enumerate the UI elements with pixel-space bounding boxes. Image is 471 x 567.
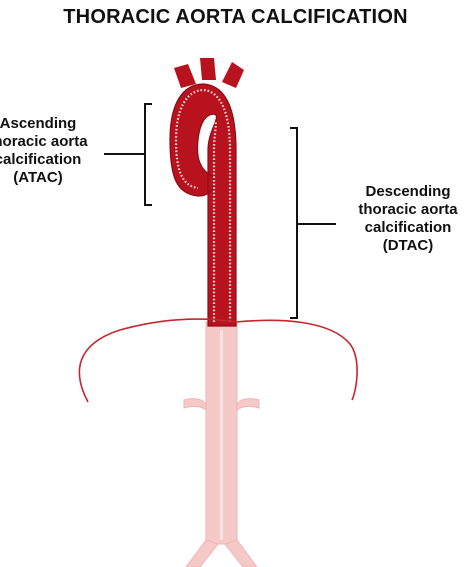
- atac-label-line: calcification: [0, 151, 102, 169]
- abdominal-aorta: [184, 322, 259, 567]
- atac-label-line: Ascending: [0, 115, 102, 133]
- dtac-label-line: calcification: [338, 219, 471, 237]
- atac-label: Ascending thoracic aorta calcification (…: [0, 115, 102, 187]
- dtac-label: Descending thoracic aorta calcification …: [338, 183, 471, 255]
- atac-label-line: (ATAC): [0, 169, 102, 187]
- dtac-label-line: thoracic aorta: [338, 201, 471, 219]
- thoracic-aorta: [170, 58, 244, 326]
- dtac-bracket: [290, 128, 336, 318]
- dtac-label-line: (DTAC): [338, 237, 471, 255]
- atac-label-line: thoracic aorta: [0, 133, 102, 151]
- dtac-label-line: Descending: [338, 183, 471, 201]
- atac-bracket: [104, 104, 152, 205]
